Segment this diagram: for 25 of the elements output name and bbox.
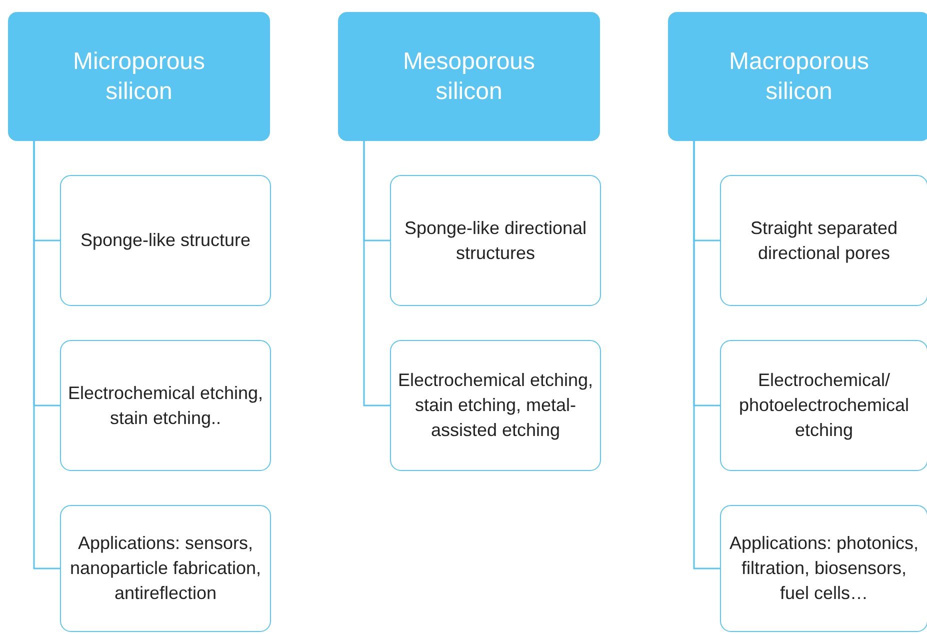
detail-box: [390, 175, 601, 306]
category-header-box: [8, 12, 270, 141]
box-text: Electrochemical etching, stain etching..: [66, 382, 264, 430]
detail-box: [720, 175, 927, 306]
box-text: Straight separated directional pores: [749, 216, 899, 265]
detail-box: [60, 505, 271, 632]
box-text: Applications: sensors, nanoparticle fabrication, antireflection: [68, 532, 262, 605]
detail-box: [60, 340, 271, 471]
detail-box: [720, 505, 927, 632]
box-text: Applications: photonics, filtration, biosensors, fuel cells…: [728, 532, 920, 605]
category-header-box: [668, 12, 927, 141]
box-text: Sponge-like directional structures: [403, 216, 588, 264]
detail-box: [60, 175, 271, 306]
box-text: Microporous silicon: [72, 46, 206, 106]
box-text: Electrochemical etching, stain etching, metal-assisted etching: [396, 369, 594, 442]
connector-line: [693, 141, 720, 570]
box-text: Electrochemical/ photoelectrochemical etching: [738, 369, 910, 442]
detail-box: [720, 340, 927, 471]
category-header-box: [338, 12, 600, 141]
connector-line: [363, 141, 390, 406]
box-text: Sponge-like structure: [80, 229, 251, 252]
detail-box: [390, 340, 601, 471]
connector-line: [33, 141, 60, 570]
box-text: Macroporous silicon: [728, 46, 870, 106]
box-text: Mesoporous silicon: [402, 46, 536, 106]
